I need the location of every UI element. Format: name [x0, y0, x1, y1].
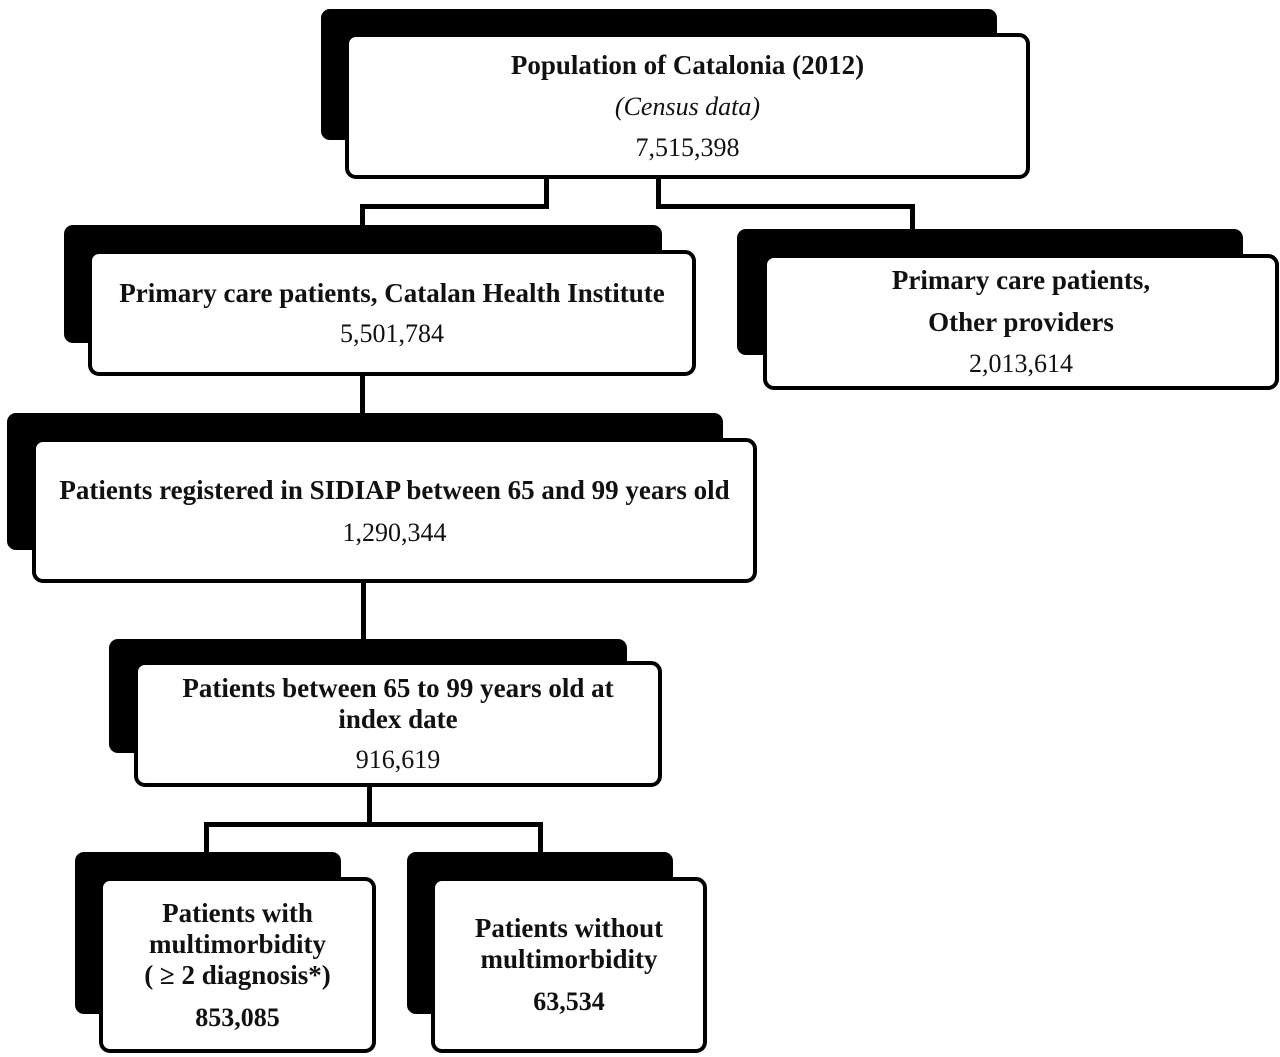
- connector-to-ich: [360, 204, 365, 226]
- connector-branch-right-horizontal: [656, 204, 915, 209]
- ich-box: Primary care patients, Catalan Health In…: [88, 250, 696, 376]
- sidiap-title: Patients registered in SIDIAP between 65…: [59, 474, 730, 505]
- connector-bottom-horizontal: [204, 822, 543, 827]
- population-count: 7,515,398: [635, 132, 740, 162]
- population-subtitle: (Census data): [614, 91, 761, 121]
- index-title: Patients between 65 to 99 years old at i…: [182, 673, 614, 734]
- multi-criterion: ( ≥ 2 diagnosis*): [144, 959, 331, 990]
- population-box: Population of Catalonia (2012) (Census d…: [345, 33, 1030, 179]
- other-box: Primary care patients, Other providers 2…: [763, 254, 1279, 390]
- nomulti-box: Patients without multimorbidity 63,534: [431, 877, 707, 1053]
- multi-title: Patients with multimorbidity: [148, 897, 326, 959]
- population-title: Population of Catalonia (2012): [510, 49, 865, 80]
- nomulti-count: 63,534: [533, 987, 605, 1016]
- multi-box: Patients with multimorbidity ( ≥ 2 diagn…: [99, 877, 376, 1053]
- connector-index-down: [367, 786, 372, 826]
- connector-sidiap-to-index: [361, 582, 366, 640]
- index-box: Patients between 65 to 99 years old at i…: [134, 661, 662, 787]
- connector-to-nomulti: [538, 822, 543, 853]
- connector-population-down-right: [656, 177, 661, 208]
- connector-ich-to-sidiap: [360, 375, 365, 414]
- multi-count: 853,085: [195, 1002, 280, 1032]
- sidiap-count: 1,290,344: [342, 517, 447, 547]
- other-title-line1: Primary care patients,: [891, 265, 1151, 295]
- connector-to-multi: [204, 822, 209, 853]
- connector-to-other: [910, 204, 915, 230]
- connector-branch-left-horizontal: [360, 204, 549, 209]
- index-count: 916,619: [355, 745, 441, 774]
- other-title-line2: Other providers: [928, 307, 1114, 337]
- ich-count: 5,501,784: [340, 318, 444, 348]
- connector-population-down-left: [544, 177, 549, 208]
- nomulti-title: Patients without multimorbidity: [474, 913, 664, 974]
- sidiap-box: Patients registered in SIDIAP between 65…: [32, 438, 757, 583]
- ich-title: Primary care patients, Catalan Health In…: [119, 277, 665, 308]
- other-count: 2,013,614: [969, 349, 1073, 378]
